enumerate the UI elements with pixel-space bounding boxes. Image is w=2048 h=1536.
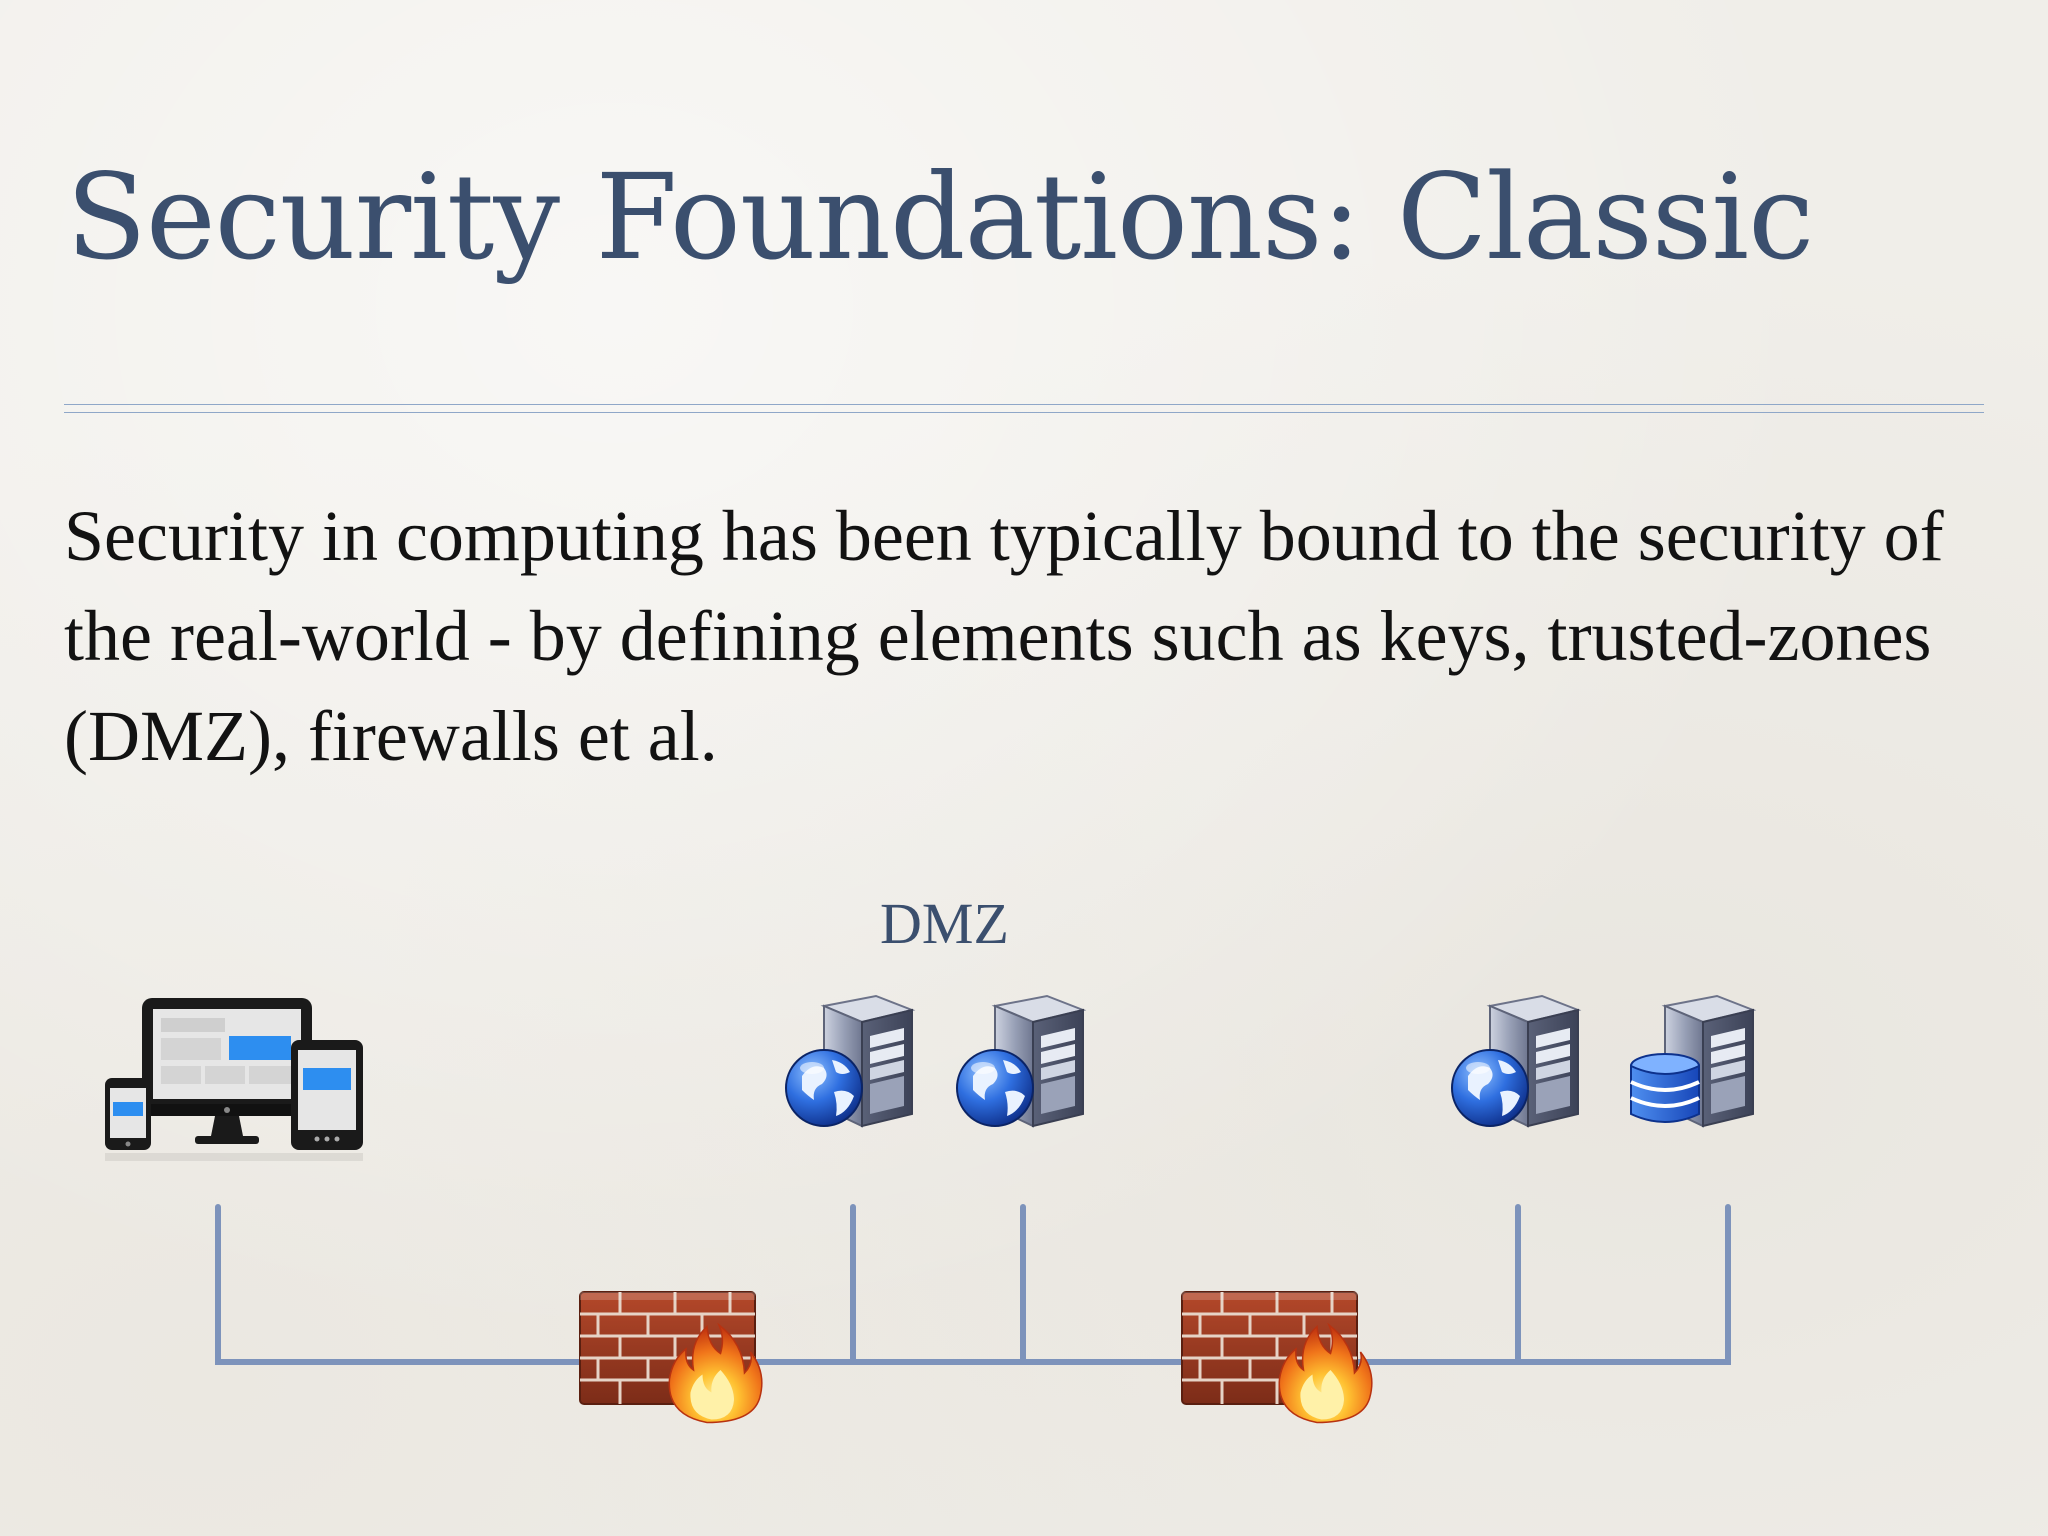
slide-title: Security Foundations: Classic	[66, 148, 1814, 286]
body-text: Security in computing has been typically…	[64, 496, 1944, 776]
database-server-icon	[1629, 995, 1754, 1127]
title-divider	[64, 404, 1984, 413]
client-devices-icon	[105, 998, 363, 1161]
firewall-icon	[578, 1290, 763, 1424]
web-server-icon	[1451, 995, 1579, 1127]
firewall-icon	[1180, 1290, 1373, 1424]
dmz-label: DMZ	[880, 891, 1009, 956]
web-server-icon	[956, 995, 1084, 1127]
web-server-icon	[785, 995, 913, 1127]
network-lines	[215, 1204, 1731, 1365]
